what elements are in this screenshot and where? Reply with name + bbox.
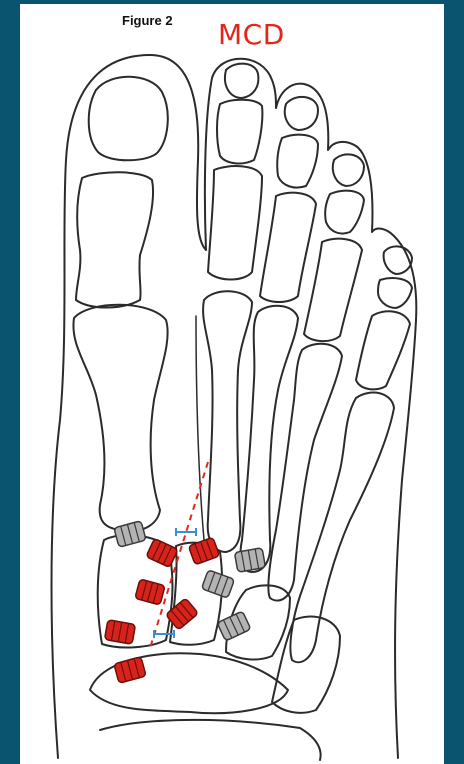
hallux-proximal-phalanx [76,172,153,307]
fourth-toe-proximal [304,239,362,341]
third-toe-middle [277,135,318,188]
fifth-toe-proximal [356,311,410,389]
fourth-toe-distal [333,154,364,186]
screw-icon [234,548,265,573]
second-toe-distal [225,64,258,98]
fifth-toe-middle [378,278,412,308]
screw-icon [166,598,199,630]
screw-icon [146,538,178,567]
fifth-toe-distal [384,246,412,274]
screw-icon [135,579,165,605]
foot-skeleton-diagram [20,4,444,764]
second-toe-proximal [208,166,262,279]
first-metatarsal [73,305,167,532]
screw-icon [114,657,146,684]
figure-panel: Figure 2 MCD [20,4,444,764]
metatarsal-shaft-line [196,316,204,540]
talus [100,720,321,760]
figure-label: Figure 2 [122,13,173,28]
third-toe-distal [285,97,318,130]
figure-title: MCD [218,18,285,51]
fifth-metatarsal [290,393,394,663]
fourth-toe-middle [325,191,364,234]
screw-icon [104,620,135,645]
screw-icon [217,611,251,641]
hallux-distal-phalanx [89,77,168,161]
screw-icon [201,570,234,598]
screw-icon [114,521,146,548]
third-toe-proximal [260,193,316,302]
screw-icon [188,537,219,565]
second-toe-middle [217,100,262,164]
